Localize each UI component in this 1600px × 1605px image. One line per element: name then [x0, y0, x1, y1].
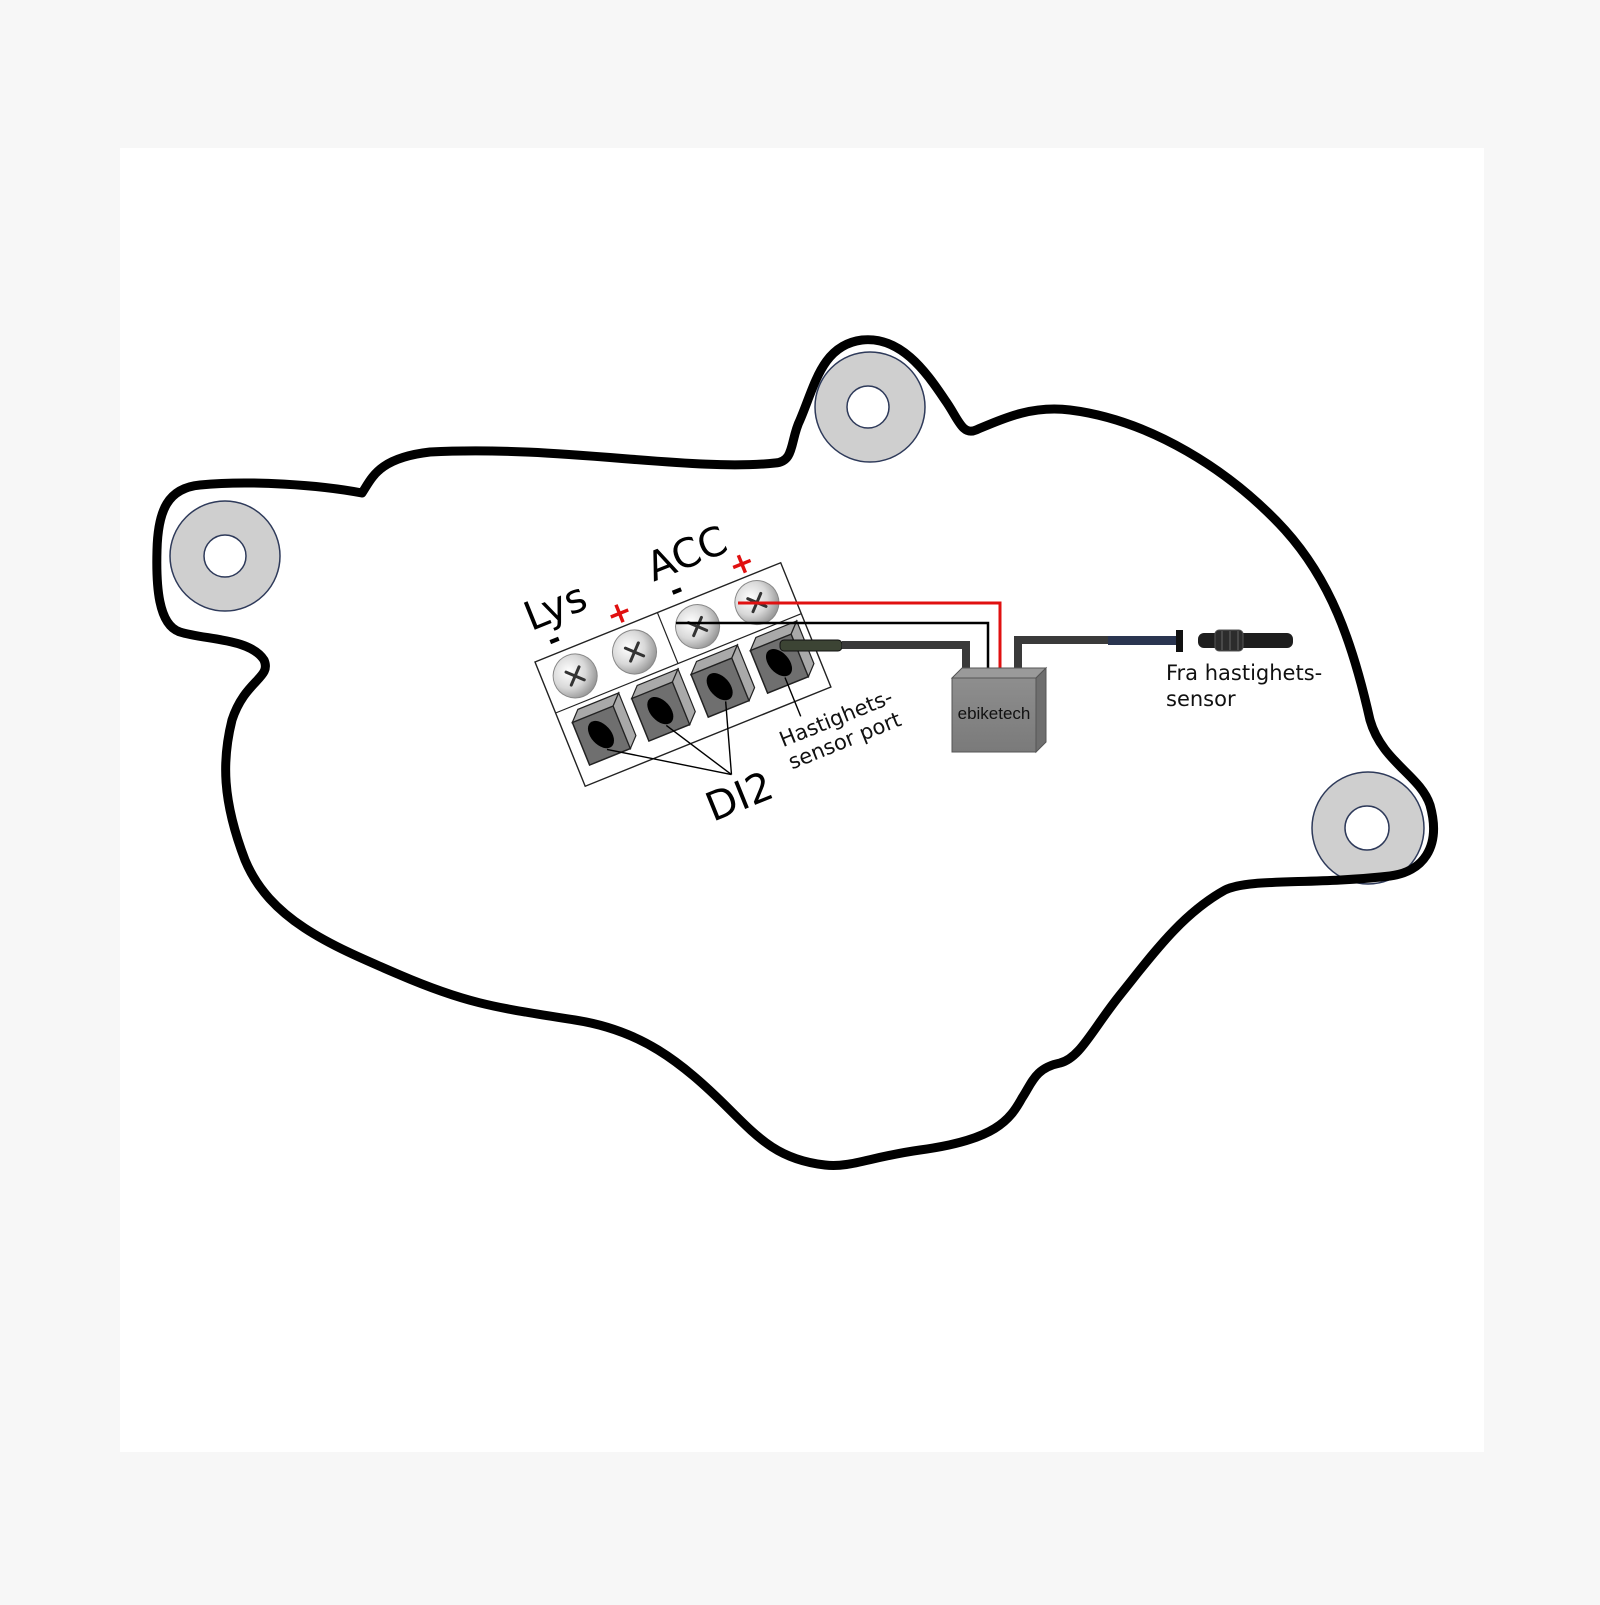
- leader-di2: [724, 701, 733, 775]
- ebiketech-module: ebiketech: [950, 666, 1048, 754]
- leader-di2: [665, 724, 732, 776]
- terminal-block: Lys ACC - + - + DI2 Hastighets- sensor p…: [518, 517, 905, 831]
- port-di2-3: [689, 643, 756, 719]
- port-di2-2: [630, 667, 696, 743]
- module-label: ebiketech: [958, 704, 1031, 723]
- cable-module-input: [842, 641, 970, 672]
- module-top: [950, 667, 1048, 679]
- connector-plug-icon: [779, 639, 843, 652]
- housing-outline: [152, 335, 1438, 1170]
- port-plug: [779, 639, 843, 652]
- wire-acc-negative: [676, 621, 990, 672]
- leader-di2: [606, 748, 732, 776]
- leader-sensor-port: [784, 677, 802, 717]
- label-from-sensor-line1: Fra hastighets-: [1166, 661, 1322, 685]
- module-front: [951, 677, 1037, 753]
- lug-hole: [846, 385, 890, 429]
- diagram-panel: [120, 148, 1484, 1452]
- label-from-sensor-line2: sensor: [1166, 687, 1236, 711]
- wire-acc-positive: [738, 601, 1002, 672]
- mounting-lug-left: [169, 500, 281, 612]
- connector-end: [1176, 630, 1183, 652]
- screw-lys-minus: [552, 653, 598, 699]
- lug-hole: [203, 534, 247, 578]
- cable-sleeve: [1108, 636, 1178, 645]
- mounting-lug-right: [1311, 771, 1425, 885]
- port-di2-1: [571, 691, 637, 767]
- lug-hole: [1344, 805, 1390, 851]
- mounting-lug-top: [814, 351, 926, 463]
- module-side: [1035, 666, 1047, 754]
- sensor-connector: [1198, 629, 1293, 652]
- connector-plug-icon: [1198, 633, 1293, 648]
- terminal-divider: [656, 612, 679, 664]
- screw-lys-plus: [611, 629, 657, 675]
